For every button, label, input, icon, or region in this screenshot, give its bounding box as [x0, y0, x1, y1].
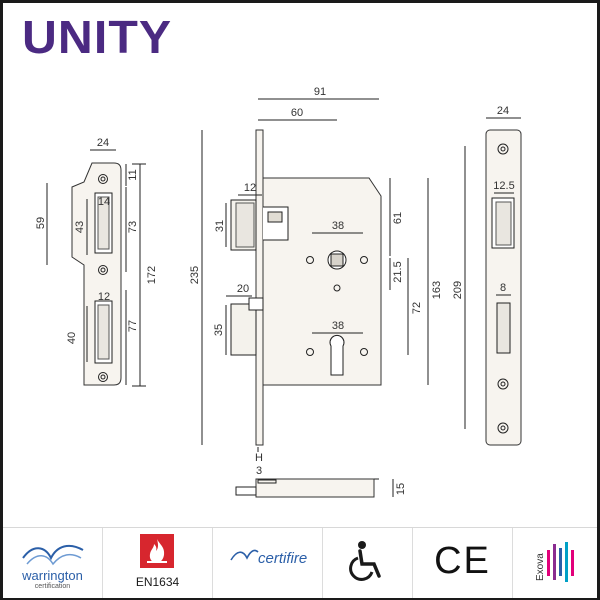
dim-keep-flange: 59: [35, 217, 47, 229]
dimension-labels: 24 11 14 43 73 172 59 12 40 77 91 60 12 …: [35, 86, 515, 495]
ce-cert: CE: [413, 528, 513, 598]
certifire-cert: certifire: [213, 528, 323, 598]
dim-latch-width: 12: [244, 182, 256, 194]
dim-cylinder-spacing: 38: [332, 320, 344, 332]
dim-keep-width: 24: [97, 137, 109, 149]
certification-bar: warrington certification EN1634 certifir…: [3, 527, 597, 598]
dim-spindle-spacing: 38: [332, 220, 344, 232]
dim-front-width: 24: [497, 105, 509, 117]
lock-case-drawing: [201, 98, 429, 452]
dim-keep-top-gap: 11: [127, 169, 139, 180]
fire-cert: EN1634: [103, 528, 213, 598]
ce-mark: CE: [434, 540, 491, 582]
exova-bars-icon: [547, 542, 574, 582]
dim-keep-lower-slot: 12: [98, 291, 110, 303]
fire-label: EN1634: [135, 575, 180, 589]
faceplate-front-drawing: [464, 117, 522, 446]
dim-faceplate-height: 235: [189, 266, 201, 284]
fire-icon: [140, 534, 174, 568]
warrington-swirl-icon: [22, 544, 84, 566]
unity-logo: UNITY: [22, 11, 173, 63]
dim-keep-upper-slot: 14: [98, 196, 110, 208]
dim-case-height: 163: [431, 281, 443, 299]
dim-deadbolt-width: 20: [237, 283, 249, 295]
warrington-name: warrington: [22, 568, 83, 583]
dim-case-width: 91: [314, 86, 326, 98]
dim-centres: 72: [411, 302, 423, 314]
dim-upper-span: 61: [392, 212, 404, 224]
exova-cert: Exova: [513, 528, 597, 598]
dim-front-bolt-slot: 8: [500, 282, 506, 294]
dim-faceplate-thickness: 3: [256, 465, 262, 477]
dim-deadbolt-height: 35: [213, 324, 225, 336]
dim-front-latch-slot: 12.5: [493, 180, 514, 192]
dim-keep-upper-offset: 73: [127, 221, 139, 233]
dim-latch-height: 31: [214, 220, 226, 232]
warrington-cert: warrington certification: [3, 528, 103, 598]
dim-keep-lower-height: 40: [66, 332, 78, 344]
wheelchair-icon: [349, 541, 381, 581]
dim-faceplate-thickness-label: H: [255, 452, 263, 464]
bolt-top-view-drawing: [235, 478, 394, 498]
dim-front-height: 209: [452, 281, 464, 299]
dim-keep-upper-height: 43: [74, 221, 86, 233]
warrington-sub: certification: [34, 583, 71, 590]
certifire-swirl-icon: [230, 549, 259, 561]
dim-keep-lower-offset: 77: [127, 320, 139, 332]
lock-technical-drawing: 24 11 14 43 73 172 59 12 40 77 91 60 12 …: [35, 86, 522, 498]
certifire-name: certifire: [258, 550, 308, 567]
dim-follower-gap: 21.5: [392, 261, 404, 282]
striking-plate-drawing: [46, 149, 146, 387]
dim-bolt-depth: 15: [395, 483, 407, 495]
dim-backset: 60: [291, 107, 303, 119]
dim-keep-overall: 172: [146, 266, 158, 284]
exova-name: Exova: [535, 553, 546, 581]
accessibility-cert: [323, 528, 413, 598]
